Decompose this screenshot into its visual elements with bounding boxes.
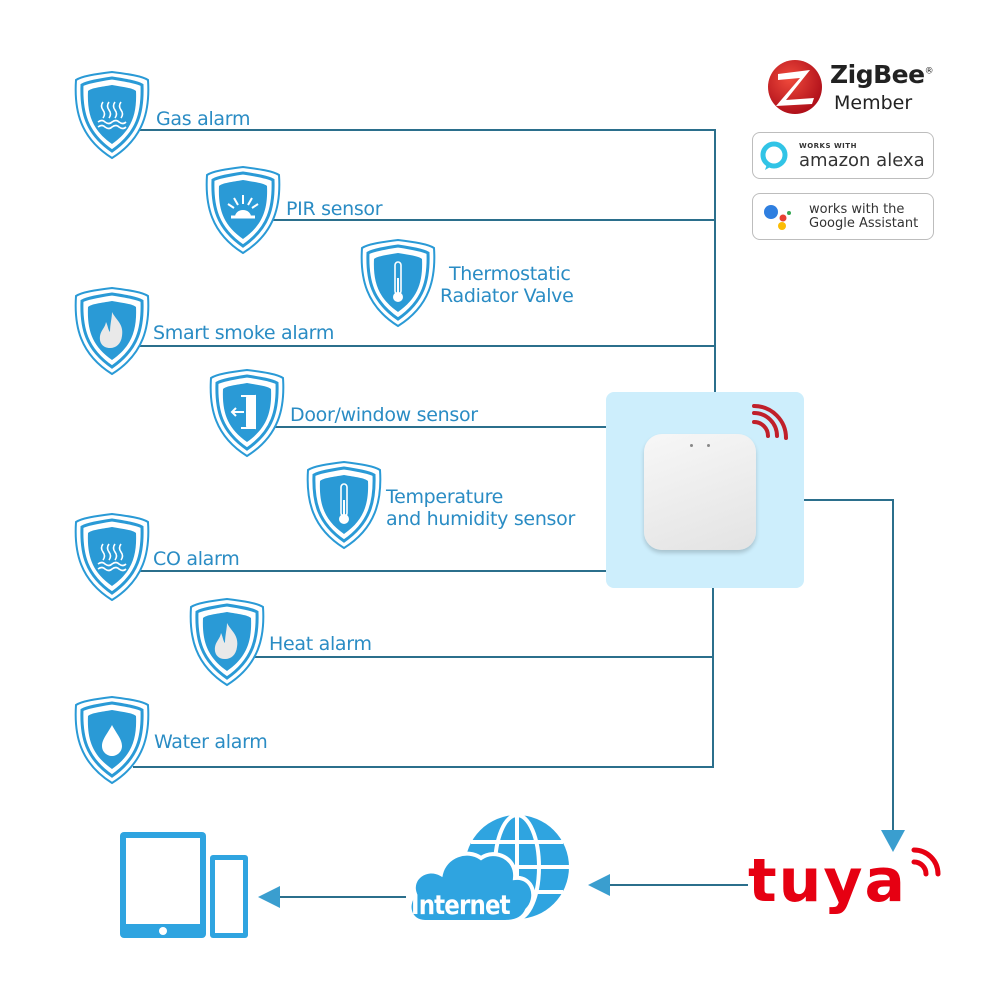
sensor-label: Heat alarm (269, 633, 372, 655)
hub-led (690, 444, 693, 447)
zigbee-hub-device (644, 434, 756, 550)
line-water-alarm (133, 766, 714, 768)
sensor-label: Thermostatic Radiator Valve (440, 263, 574, 307)
sensor-label: Gas alarm (156, 108, 251, 130)
arrow-down-icon (881, 830, 905, 852)
alexa-works-with-text: WORKS WITH (799, 142, 857, 150)
arrow-left-icon (588, 874, 610, 896)
sensor-label: Smart smoke alarm (153, 322, 335, 344)
water-drop-icon (102, 725, 122, 756)
google-works-with-text: works with the (809, 202, 905, 217)
sensor-label-line: Temperature (386, 486, 504, 508)
steam-icon (97, 101, 127, 130)
flame-icon (214, 623, 238, 659)
tablet-phone-icon (120, 832, 248, 938)
thermometer-icon (393, 261, 403, 302)
shield-icon (74, 70, 150, 160)
tuya-signal-icon (911, 847, 941, 877)
zigbee-member-badge: ZigBee® Member (766, 58, 936, 118)
line-gas-alarm (140, 129, 716, 131)
google-assistant-text: Google Assistant (809, 216, 919, 231)
sensor-label: Temperature and humidity sensor (386, 486, 575, 530)
tuya-logo: tuya (748, 846, 948, 926)
flame-icon (99, 312, 123, 348)
alexa-logo-icon (760, 141, 788, 170)
trunk-line-upper (714, 129, 716, 392)
sensor-label-line: Radiator Valve (440, 285, 574, 307)
zigbee-member-text: Member (834, 92, 913, 114)
line-hub-to-tuya-v (892, 499, 894, 831)
internet-label: Internet (411, 890, 511, 921)
shield-icon (74, 286, 150, 376)
line-co-alarm (140, 570, 606, 572)
trunk-line-lower (712, 588, 714, 768)
shield-icon (209, 368, 285, 458)
arrow-left-icon (258, 886, 280, 908)
thermometer-icon (339, 483, 349, 524)
line-hub-to-tuya-h (804, 499, 894, 501)
door-exit-icon (230, 394, 256, 430)
works-with-alexa-badge: WORKS WITH amazon alexa (752, 132, 934, 179)
shield-icon (306, 460, 382, 550)
steam-icon (97, 543, 127, 572)
hub-led (707, 444, 710, 447)
works-with-google-badge: works with the Google Assistant (752, 193, 934, 240)
alexa-name-text: amazon alexa (799, 150, 925, 171)
shield-icon (189, 597, 265, 687)
wireless-signal-icon (752, 404, 788, 440)
sensor-label: CO alarm (153, 548, 240, 570)
sensor-label: Water alarm (154, 731, 268, 753)
line-internet-to-devices (278, 896, 406, 898)
shield-icon (205, 165, 281, 255)
hub-panel (606, 392, 804, 588)
sensor-label-line: Thermostatic (449, 263, 571, 285)
line-smoke-alarm (140, 345, 716, 347)
shield-icon (360, 238, 436, 328)
sensor-label: Door/window sensor (290, 404, 478, 426)
tuya-wordmark: tuya (748, 846, 907, 916)
shield-icon (74, 695, 150, 785)
google-assistant-logo-icon (764, 205, 791, 230)
line-heat-alarm (254, 656, 714, 658)
internet-cloud-globe-icon (407, 813, 569, 924)
line-door-window (272, 426, 606, 428)
sensor-label: PIR sensor (286, 198, 383, 220)
line-tuya-to-internet (608, 884, 748, 886)
sensor-label-line: and humidity sensor (386, 508, 575, 530)
zigbee-logo-icon (768, 60, 822, 114)
zigbee-name-text: ZigBee (830, 60, 925, 89)
sunrise-icon (227, 195, 259, 219)
line-pir-sensor (272, 219, 716, 221)
shield-icon (74, 512, 150, 602)
zigbee-name: ZigBee® (830, 60, 934, 89)
registered-mark: ® (924, 66, 934, 77)
